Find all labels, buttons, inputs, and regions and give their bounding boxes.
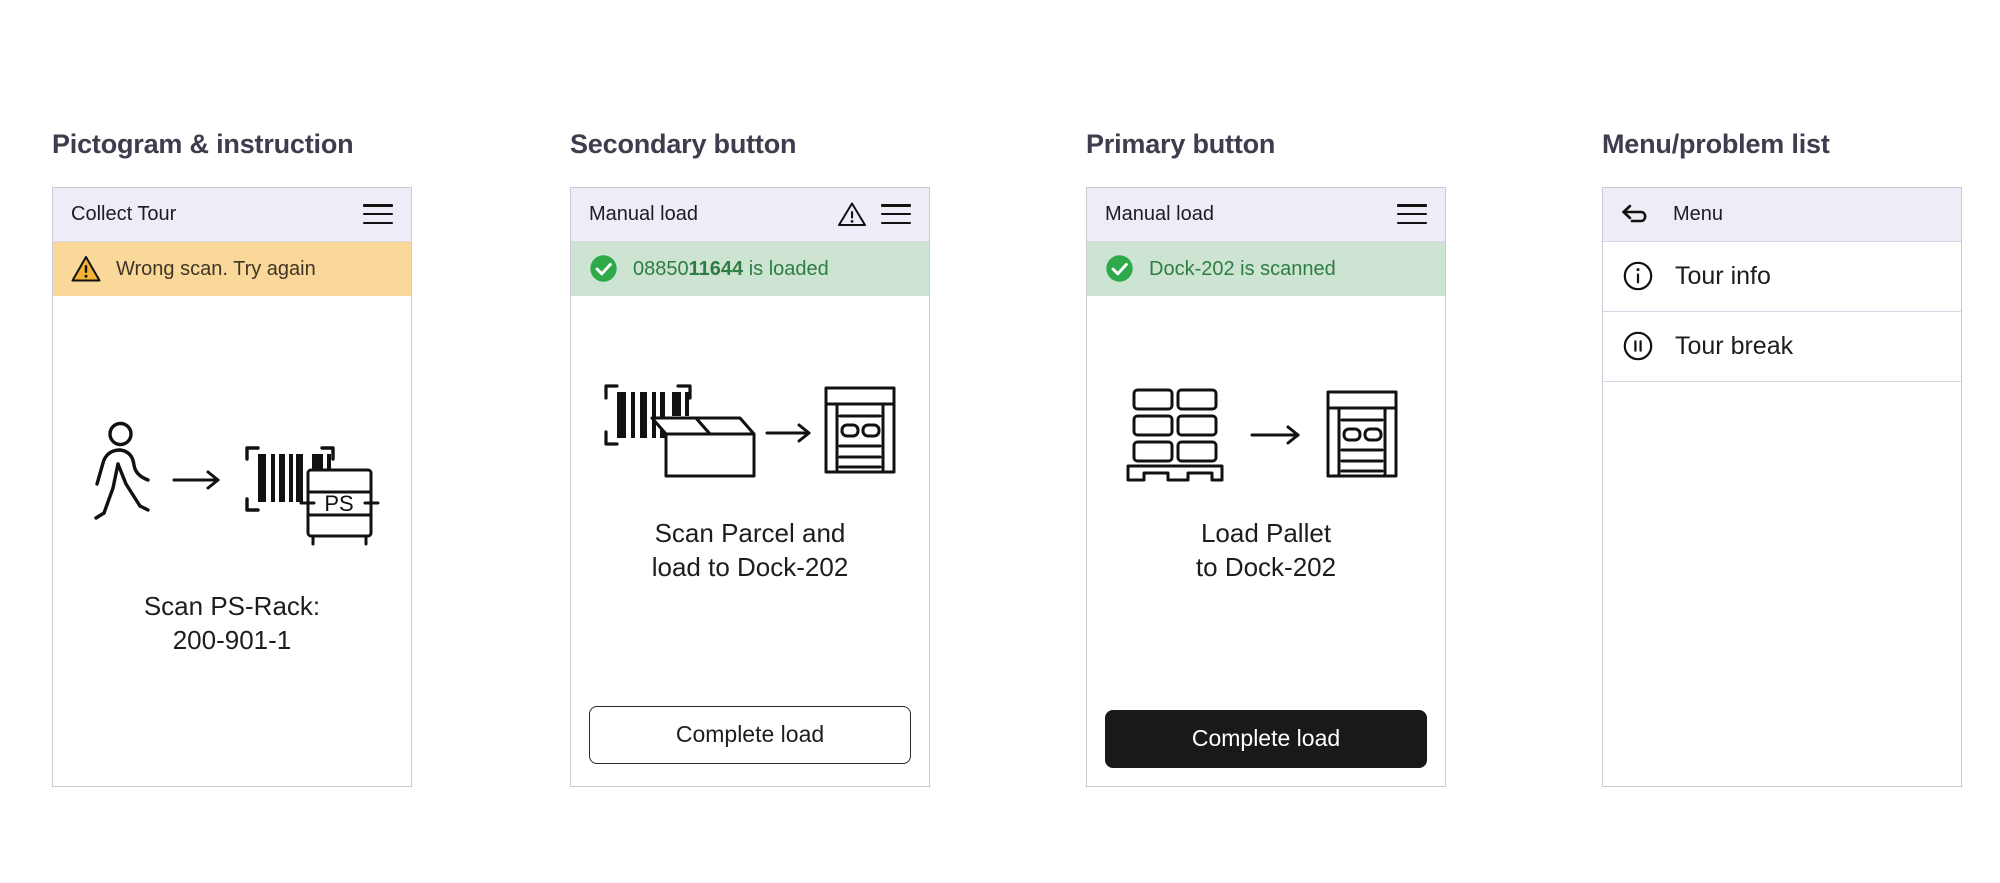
- instruction-text: Scan PS-Rack: 200-901-1: [143, 590, 321, 655]
- menu-item-list: Tour info Tour break: [1603, 241, 1961, 786]
- button-area: Complete load: [589, 705, 911, 764]
- card-header: Manual load: [571, 187, 929, 242]
- column-pictogram-instruction: Pictogram & instruction Collect Tour Wro…: [52, 129, 414, 787]
- column-heading: Primary button: [1086, 129, 1276, 159]
- pictogram-pallet-to-dock: [1087, 374, 1445, 484]
- menu-item-tour-info[interactable]: Tour info: [1603, 242, 1961, 312]
- card-body: Scan Parcel and load to Dock-202 Complet…: [571, 295, 929, 786]
- column-heading: Secondary button: [570, 129, 797, 159]
- hamburger-icon[interactable]: [363, 204, 393, 225]
- parcel-id-suffix: 11644: [688, 257, 744, 280]
- complete-load-button[interactable]: Complete load: [1105, 709, 1427, 768]
- button-area: Complete load: [1105, 709, 1427, 768]
- success-banner: Dock-202 is scanned: [1087, 241, 1445, 296]
- success-banner: 0885011644 is loaded: [571, 241, 929, 296]
- hamburger-icon[interactable]: [881, 204, 911, 225]
- rack-label: PS: [324, 491, 353, 516]
- header-icon-group: [1397, 204, 1427, 225]
- menu-empty-area: [1603, 382, 1961, 786]
- pause-circle-icon: [1623, 331, 1653, 361]
- hamburger-icon[interactable]: [1397, 204, 1427, 225]
- header-icon-group: [363, 204, 393, 225]
- phone-card-manual-load-primary: Manual load Dock-202 is scanned: [1086, 186, 1446, 787]
- phone-card-collect-tour: Collect Tour Wrong scan. Try again: [52, 186, 412, 787]
- phone-card-menu: Menu Tour info: [1602, 186, 1962, 787]
- column-secondary-button: Secondary button Manual load: [570, 129, 932, 787]
- menu-item-tour-break[interactable]: Tour break: [1603, 312, 1961, 382]
- instruction-text: Load Pallet to Dock-202: [1195, 517, 1337, 582]
- column-primary-button: Primary button Manual load Dock-202 is s…: [1086, 129, 1448, 787]
- warning-triangle-icon[interactable]: [837, 201, 867, 227]
- header-title: Collect Tour: [71, 202, 177, 225]
- pictogram-parcel-to-dock: [571, 370, 929, 480]
- header-title: Manual load: [589, 202, 698, 225]
- info-circle-icon: [1623, 261, 1653, 291]
- column-menu-problem-list: Menu/problem list Menu: [1602, 129, 1964, 787]
- menu-item-label: Tour break: [1675, 331, 1794, 360]
- instruction-text: Scan Parcel and load to Dock-202: [651, 517, 849, 582]
- card-header: Collect Tour: [53, 187, 411, 242]
- menu-item-label: Tour info: [1675, 261, 1771, 290]
- header-icon-group: [837, 201, 911, 227]
- check-circle-icon: [1105, 254, 1134, 283]
- success-message-tail: is loaded: [743, 257, 829, 280]
- card-header[interactable]: Menu: [1603, 187, 1961, 242]
- warning-triangle-icon: [71, 255, 101, 282]
- header-title: Manual load: [1105, 202, 1214, 225]
- check-circle-icon: [589, 254, 618, 283]
- complete-load-button[interactable]: Complete load: [589, 705, 911, 764]
- warning-banner: Wrong scan. Try again: [53, 241, 411, 296]
- column-heading: Menu/problem list: [1602, 129, 1830, 159]
- card-body: Load Pallet to Dock-202 Complete load: [1087, 295, 1445, 786]
- header-title: Menu: [1673, 202, 1724, 225]
- column-heading: Pictogram & instruction: [52, 129, 354, 159]
- phone-card-manual-load-secondary: Manual load: [570, 186, 930, 787]
- success-message: Dock-202 is scanned: [1149, 257, 1336, 280]
- success-message: 0885011644 is loaded: [633, 257, 829, 281]
- back-arrow-icon[interactable]: [1621, 203, 1651, 225]
- warning-message: Wrong scan. Try again: [116, 257, 316, 280]
- pictogram-person-walking-to-rack: PS: [53, 414, 411, 549]
- card-header: Manual load: [1087, 187, 1445, 242]
- parcel-id-prefix: 08850: [633, 257, 689, 280]
- card-body: PS Scan PS-Rack: 200-901-1: [53, 295, 411, 786]
